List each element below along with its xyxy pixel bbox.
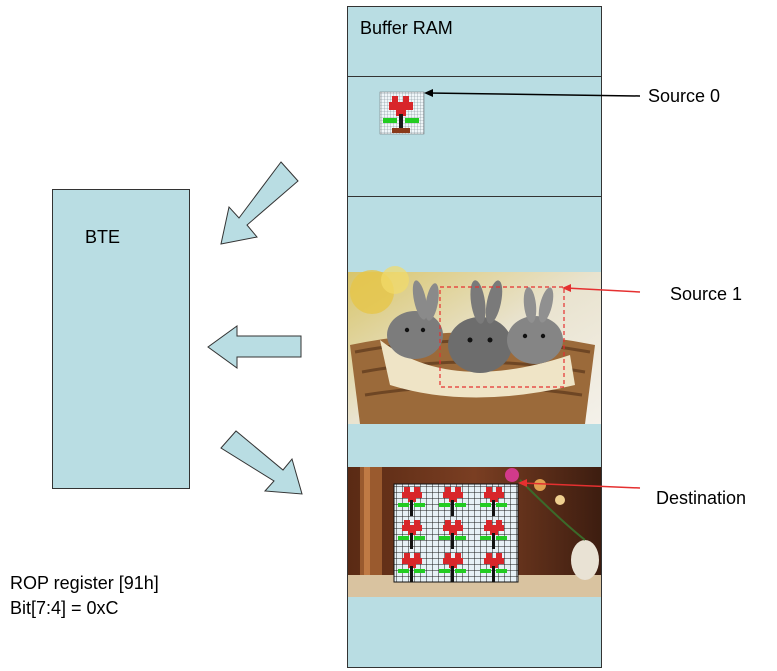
- pattern-tile-part: [404, 487, 410, 493]
- pattern-tile-part: [398, 536, 409, 540]
- pattern-tile-part: [445, 487, 451, 493]
- pattern-tile-part: [455, 553, 461, 559]
- source0-pattern-thumbnail: [379, 91, 425, 135]
- pattern-tile-part: [443, 492, 463, 498]
- pattern-tile-part: [398, 503, 409, 507]
- pattern-tile-part: [404, 520, 410, 526]
- pattern-tile-part: [492, 500, 495, 516]
- bte-label: BTE: [85, 227, 121, 247]
- arrow-source1-to-bte: [207, 325, 302, 369]
- destination-pattern-tiles: [398, 487, 507, 582]
- pattern-tile-part: [492, 566, 495, 582]
- pattern-tile-part: [410, 566, 413, 582]
- pattern-tile-part: [455, 487, 461, 493]
- pattern-tile-part: [414, 520, 420, 526]
- buffer-ram-label: Buffer RAM: [360, 18, 453, 38]
- pattern-tile-part: [455, 569, 466, 573]
- pattern-tile-part: [480, 569, 491, 573]
- pattern-tile-part: [480, 503, 491, 507]
- pattern-tile-part: [402, 525, 422, 531]
- pattern-tile-part: [486, 487, 492, 493]
- pattern-tile-part: [455, 503, 466, 507]
- pattern-tile-part: [443, 525, 463, 531]
- pattern-tile-part: [496, 536, 507, 540]
- pattern-tile-part: [414, 503, 425, 507]
- source1-label: Source 1: [670, 284, 743, 304]
- rop-bits-label: Bit[7:4] = 0xC: [10, 598, 119, 618]
- pattern-tile-part: [484, 492, 504, 498]
- pattern-tile-part: [410, 500, 413, 516]
- arrow-bte-to-destination: [220, 430, 303, 495]
- pattern-tile-part: [455, 536, 466, 540]
- pattern-tile-part: [492, 533, 495, 549]
- pattern-tile-part: [455, 520, 461, 526]
- source0-pointer-line: [427, 92, 641, 97]
- pattern-tile-part: [402, 558, 422, 564]
- pattern-tile-part: [443, 558, 463, 564]
- pattern-tile-part: [496, 553, 502, 559]
- destination-pointer-line: [521, 482, 641, 489]
- pattern-tile-part: [484, 525, 504, 531]
- pattern-tile-part: [445, 553, 451, 559]
- pattern-tile-part: [496, 520, 502, 526]
- arrow-source0-to-bte: [220, 161, 299, 245]
- pattern-tile-part: [496, 503, 507, 507]
- pattern-tile-part: [486, 553, 492, 559]
- pattern-tile-part: [414, 553, 420, 559]
- pattern-tile-part: [404, 553, 410, 559]
- pattern-tile-part: [398, 569, 409, 573]
- bte-engine-box: [52, 189, 190, 489]
- pattern-tile-part: [451, 566, 454, 582]
- pattern-tile-part: [414, 487, 420, 493]
- pattern-tile-part: [451, 500, 454, 516]
- pattern-tile-part: [402, 492, 422, 498]
- pattern-tile-part: [439, 536, 450, 540]
- source0-label: Source 0: [648, 86, 721, 106]
- rop-register-label: ROP register [91h]: [10, 573, 159, 593]
- destination-label: Destination: [656, 488, 747, 508]
- source1-bunny-image: [348, 266, 601, 424]
- pattern-tile-part: [484, 558, 504, 564]
- pattern-tile-part: [451, 533, 454, 549]
- pattern-tile-part: [496, 487, 502, 493]
- source1-pointer-line: [565, 287, 641, 293]
- pattern-tile-part: [486, 520, 492, 526]
- pattern-tile-part: [414, 569, 425, 573]
- pattern-tile-part: [480, 536, 491, 540]
- pattern-tile-part: [410, 533, 413, 549]
- pattern-tile-part: [414, 536, 425, 540]
- pattern-tile-part: [496, 569, 507, 573]
- pattern-tile-part: [439, 503, 450, 507]
- pattern-tile-part: [445, 520, 451, 526]
- pattern-tile-part: [439, 569, 450, 573]
